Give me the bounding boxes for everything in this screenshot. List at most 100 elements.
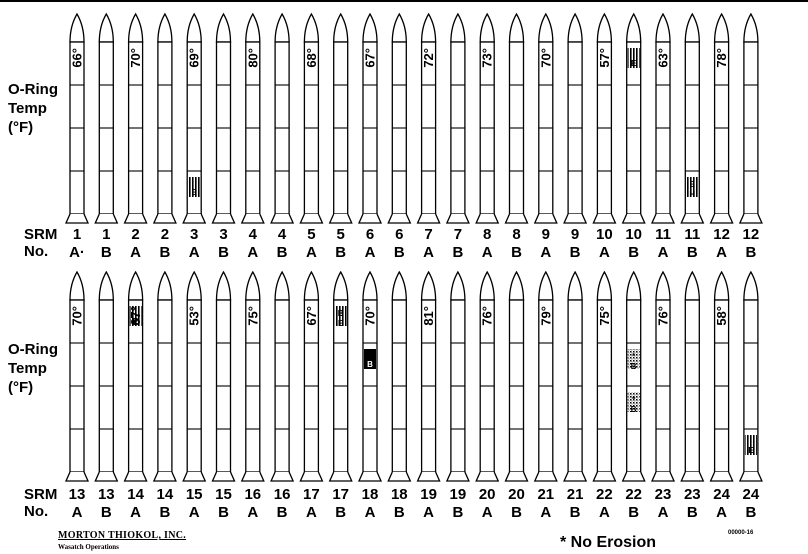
rocket-nose (246, 14, 260, 42)
rocket-nose (744, 272, 758, 300)
damage-letter: E (748, 446, 754, 455)
rocket-nozzle (623, 214, 645, 223)
rocket-nose (158, 272, 172, 300)
motor-side-label: B (335, 244, 346, 261)
rocket-nozzle (242, 214, 264, 223)
srm-rocket (476, 272, 498, 481)
motor-side-label: A (482, 244, 493, 261)
rocket-nose (334, 272, 348, 300)
rocket-nose (158, 14, 172, 42)
motor-side-label: B (687, 244, 698, 261)
motor-side-label: B (452, 504, 463, 521)
oring-temp-value: 76° (480, 306, 495, 326)
rocket-nose (597, 272, 611, 300)
rocket-nose (246, 272, 260, 300)
rocket-nose (656, 14, 670, 42)
oring-temp-label-top: O-Ring Temp (°F) (8, 80, 58, 137)
rocket-nose (685, 272, 699, 300)
flight-number: 22 (596, 486, 613, 503)
motor-side-label: A (540, 504, 551, 521)
motor-side-label: B (628, 244, 639, 261)
rocket-nose (392, 272, 406, 300)
motor-side-label: B (570, 504, 581, 521)
srm-rocket (711, 272, 733, 481)
oring-temp-value: 70° (70, 306, 85, 326)
rocket-nose (539, 272, 553, 300)
rocket-nozzle (711, 214, 733, 223)
motor-side-label: B (452, 244, 463, 261)
damage-letter: B (338, 309, 344, 318)
motor-side-label: B (570, 244, 581, 261)
motor-side-label: B (101, 504, 112, 521)
flight-number: 5 (337, 226, 345, 243)
flight-number: 6 (366, 226, 374, 243)
rocket-nose (480, 14, 494, 42)
motor-side-label: B (159, 244, 170, 261)
oring-temp-value: 53° (187, 306, 202, 326)
rocket-nozzle (652, 214, 674, 223)
oring-temp-value: 72° (421, 48, 436, 68)
flight-number: 24 (713, 486, 730, 503)
rocket-nose (129, 14, 143, 42)
rocket-nose (275, 272, 289, 300)
division-name: Wasatch Operations (58, 543, 119, 551)
motor-side-label: B (335, 504, 346, 521)
flight-number: 2 (131, 226, 139, 243)
flight-number: 8 (512, 226, 520, 243)
oring-temp-value: 81° (421, 306, 436, 326)
rocket-nozzle (330, 214, 352, 223)
rocket-nose (451, 272, 465, 300)
rocket-nozzle (300, 214, 322, 223)
srm-rocket (95, 14, 117, 223)
motor-side-label: A (716, 244, 727, 261)
srm-rocket (388, 272, 410, 481)
flight-number: 14 (157, 486, 174, 503)
rocket-nozzle (418, 214, 440, 223)
rocket-nozzle (95, 472, 117, 481)
srm-rocket (66, 272, 88, 481)
oring-temp-value: 69° (187, 48, 202, 68)
rocket-nose (363, 14, 377, 42)
motor-side-label: B (218, 244, 229, 261)
oring-temp-value: 67° (363, 48, 378, 68)
rocket-nozzle (66, 214, 88, 223)
motor-side-label: B (687, 504, 698, 521)
rocket-nose (187, 272, 201, 300)
srm-rocket (330, 14, 352, 223)
srm-rocket (711, 14, 733, 223)
rocket-nose (451, 14, 465, 42)
oring-temp-value: 63° (656, 48, 671, 68)
srm-rocket (95, 272, 117, 481)
flight-number: 1 (102, 226, 110, 243)
srm-rocket (183, 272, 205, 481)
motor-side-label: A (189, 244, 200, 261)
flight-number: 7 (424, 226, 432, 243)
flight-number: 17 (332, 486, 349, 503)
rocket-nozzle (183, 214, 205, 223)
rocket-nose (304, 272, 318, 300)
srm-rocket (66, 14, 88, 223)
flight-number: 18 (391, 486, 408, 503)
rocket-nozzle (271, 472, 293, 481)
flight-number: 4 (249, 226, 258, 243)
rocket-nozzle (300, 472, 322, 481)
rocket-nozzle (330, 472, 352, 481)
damage-letter: E (631, 59, 637, 68)
srm-rocket (300, 14, 322, 223)
motor-side-label: A· (69, 244, 85, 261)
motor-side-label: A (365, 244, 376, 261)
oring-temp-value: 70° (538, 48, 553, 68)
rocket-nose (627, 272, 641, 300)
rocket-nozzle (271, 214, 293, 223)
rocket-nozzle (66, 472, 88, 481)
oring-temp-label-bottom: O-Ring Temp (°F) (8, 340, 58, 397)
flight-number: 7 (454, 226, 462, 243)
srm-rocket (447, 272, 469, 481)
motor-side-label: A (72, 504, 83, 521)
motor-side-label: A (365, 504, 376, 521)
flight-number: 24 (743, 486, 760, 503)
reference-code: 00000-16 (728, 530, 753, 536)
rocket-nozzle (740, 472, 762, 481)
motor-side-label: B (394, 244, 405, 261)
motor-side-label: A (658, 244, 669, 261)
